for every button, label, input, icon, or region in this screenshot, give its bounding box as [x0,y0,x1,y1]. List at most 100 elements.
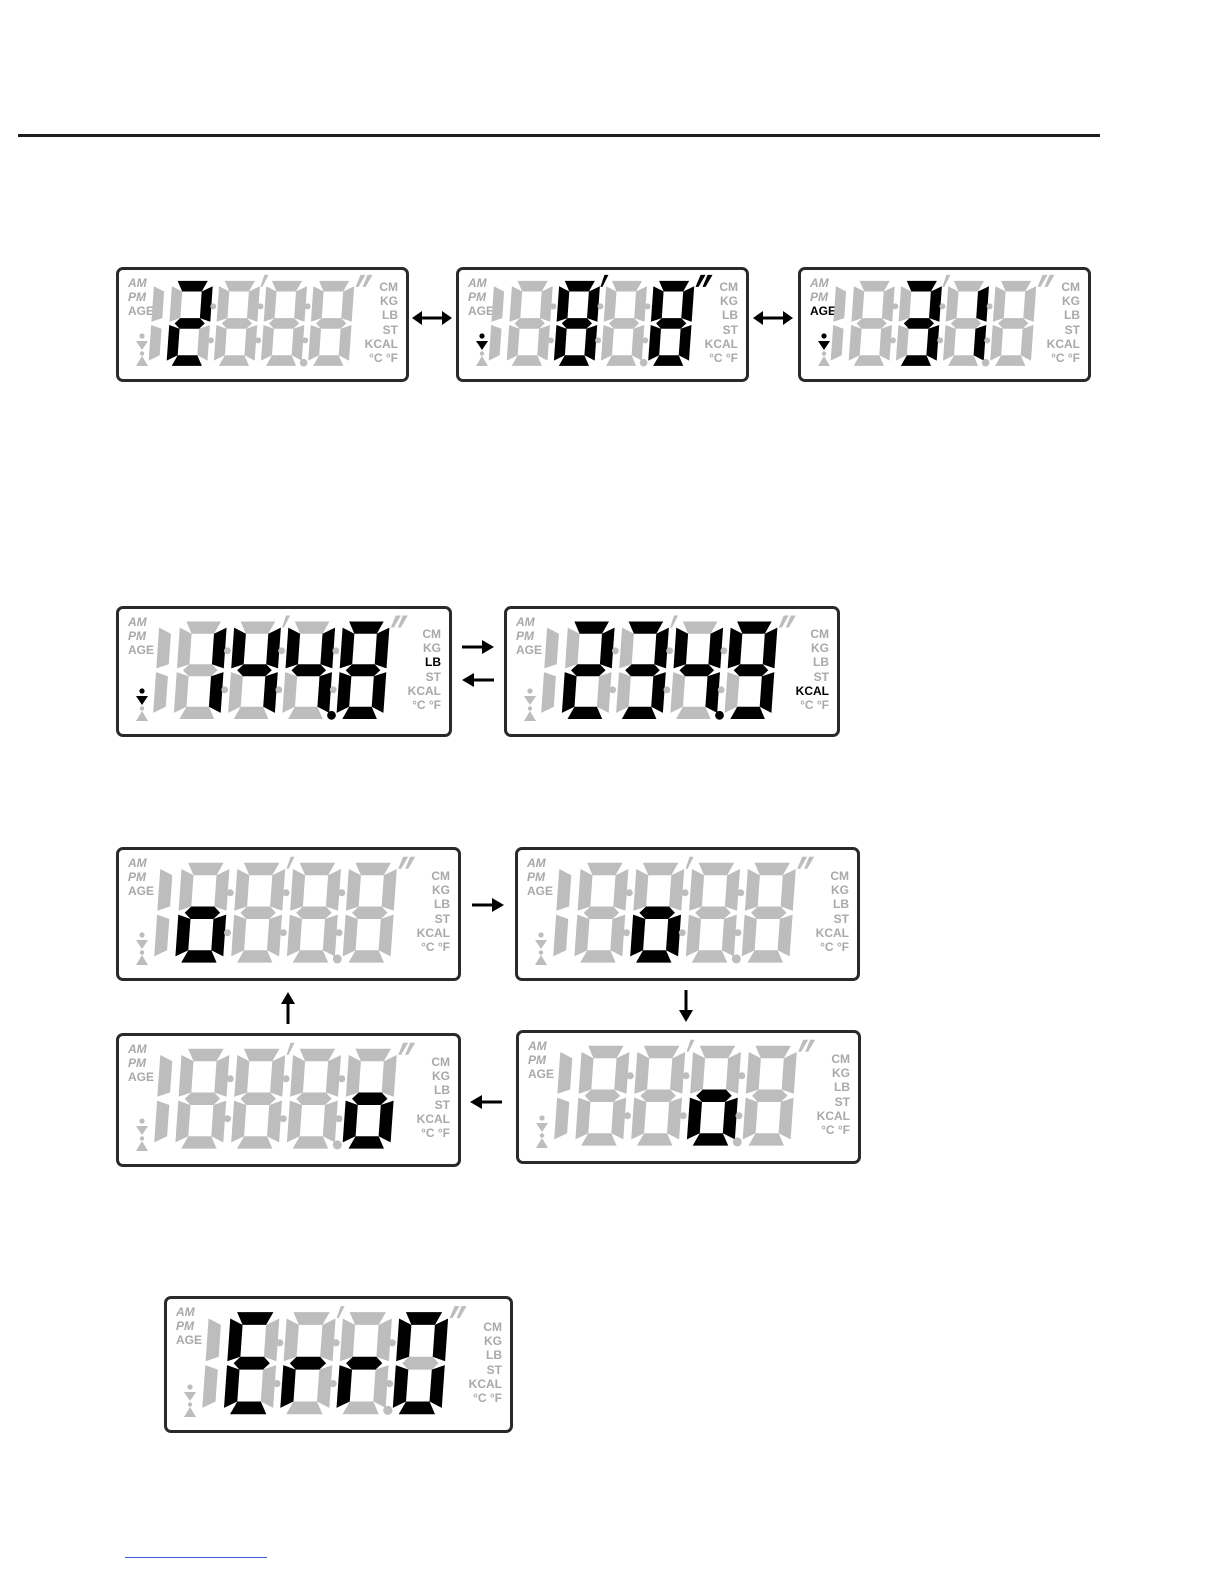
segment-b [266,627,281,669]
segment-g [514,318,545,329]
pm-label: PM [527,870,545,884]
colon-dot [937,337,944,344]
segment-a [319,280,350,292]
segment-c [610,914,626,957]
digit-area [154,1042,416,1150]
segment-d [313,355,344,366]
segment-d [237,1136,273,1149]
colon-dot [224,1115,231,1123]
segment-f [634,1052,650,1094]
unit-label: LB [486,1348,502,1363]
segment-g [296,1092,332,1105]
segment-g [640,1089,676,1102]
leading-one-segment [157,1055,173,1097]
segment-c [260,1365,277,1408]
colon-dot [738,1072,746,1080]
segment-c [378,914,394,957]
colon-dot [889,337,896,344]
second-mark [798,1039,809,1052]
digit-3 [601,280,647,366]
colon-dot [275,686,283,694]
decimal-point [332,1140,342,1150]
pm-label: PM [128,870,146,884]
segment-g [950,318,982,329]
decimal-point [981,358,990,367]
colon-dot [984,337,991,344]
digit-2 [213,280,260,366]
colon-dot [304,303,311,310]
digit-4 [990,280,1037,366]
digit-1 [848,280,895,366]
segment-b [376,1318,392,1362]
segment-c [211,1100,227,1143]
colon-dot [717,686,725,694]
segment-f [283,1318,299,1362]
unit-label: °C °F [421,1126,450,1141]
colon-dot [611,647,619,655]
segment-c [263,672,278,713]
am-label: AM [128,615,147,629]
segment-f [744,869,760,911]
segment-c [666,914,681,957]
leading-one-segment [833,286,847,322]
digit-area [554,1039,816,1147]
segment-d [692,1133,729,1146]
segment-a [237,1312,274,1325]
person-icon [136,688,148,721]
age-label: AGE [176,1333,203,1347]
segment-b [654,627,669,669]
segment-d [747,950,783,963]
age-label: AGE [128,1070,155,1084]
segment-b [708,627,724,669]
segment-g [625,664,660,677]
segment-g [316,318,347,329]
pm-label: PM [176,1319,194,1333]
decimal-point [327,710,336,720]
segment-f [603,286,617,322]
segment-f [169,286,183,322]
unit-label: LB [434,1083,450,1098]
unit-label: ST [382,322,398,337]
digit-2 [616,621,669,719]
unit-label: °C °F [421,940,450,955]
pm-label: PM [128,290,146,304]
digit-4 [742,1045,797,1146]
unit-label: ST [833,911,849,926]
digit-3 [261,280,307,366]
segment-d [558,355,589,366]
segment-e [231,914,247,957]
colon-dot [679,1112,687,1120]
age-label: AGE [527,884,554,898]
unit-label: LB [425,655,441,670]
segment-d [398,1401,435,1415]
segment-e [670,672,686,713]
segment-g [289,1356,327,1370]
segment-d [900,355,931,366]
segment-c [678,325,692,361]
segment-e [166,325,180,361]
person-icon [524,688,536,721]
segment-g [561,318,592,329]
unit-label: KG [831,883,849,898]
segment-b [381,1055,397,1097]
segment-d [948,355,979,366]
segment-b [211,627,227,669]
colon-dot [278,647,286,655]
unit-label: KCAL [407,683,441,698]
colon-dot [282,889,290,897]
am-label: AM [128,1042,147,1056]
segment-c [211,914,227,957]
segment-e [175,1100,191,1143]
segment-f [673,627,689,669]
segment-a [271,280,303,292]
person-icon [535,932,547,965]
segment-e [175,914,191,957]
